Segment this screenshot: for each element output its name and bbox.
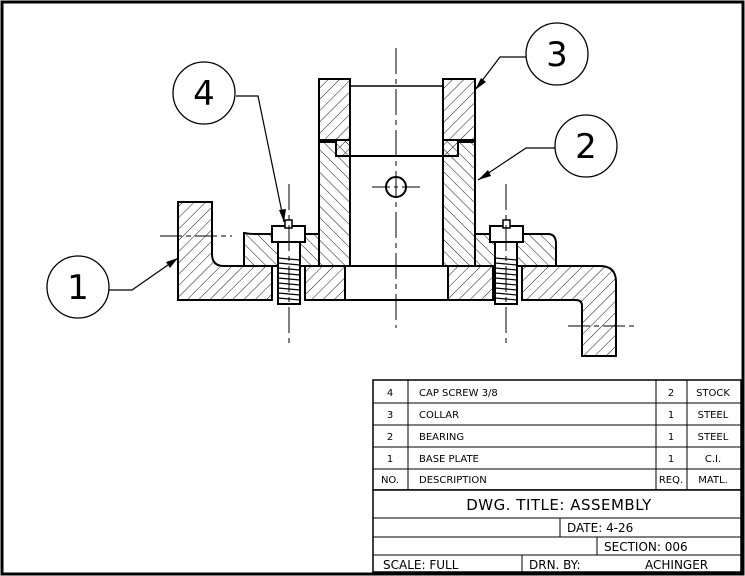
- part-no: 2: [387, 432, 393, 443]
- part-req: 1: [668, 432, 674, 443]
- part-req: 1: [668, 410, 674, 421]
- header-no: NO.: [381, 475, 399, 486]
- part-matl: C.I.: [705, 454, 721, 465]
- parts-header-row: NO. DESCRIPTION REQ. MATL.: [381, 475, 728, 486]
- header-req: REQ.: [659, 475, 683, 486]
- part-no: 3: [387, 410, 393, 421]
- balloon-2-label: 2: [575, 127, 597, 167]
- balloon-2: 2: [554, 114, 618, 178]
- part-matl: STOCK: [696, 388, 730, 399]
- base-plate: [177, 201, 617, 357]
- balloon-1-label: 1: [67, 268, 89, 308]
- parts-row: 1 BASE PLATE 1 C.I.: [387, 454, 721, 465]
- drawing-section: SECTION: 006: [604, 540, 688, 554]
- parts-row: 2 BEARING 1 STEEL: [387, 432, 729, 443]
- header-matl: MATL.: [698, 475, 728, 486]
- leader-arrowheads: [166, 78, 491, 268]
- balloon-4: 4: [172, 61, 236, 125]
- leader-lines: [105, 56, 556, 291]
- part-description: BASE PLATE: [419, 454, 479, 465]
- balloon-3-label: 3: [546, 35, 568, 75]
- drawn-by-label: DRN. BY:: [529, 558, 581, 572]
- part-req: 1: [668, 454, 674, 465]
- drawing-scale: SCALE: FULL: [383, 558, 459, 572]
- parts-row: 4 CAP SCREW 3/8 2 STOCK: [387, 388, 731, 399]
- drafter-name: ACHINGER: [645, 558, 708, 572]
- part-no: 4: [387, 388, 393, 399]
- part-description: CAP SCREW 3/8: [419, 388, 498, 399]
- part-description: COLLAR: [419, 410, 459, 421]
- balloon-3: 3: [525, 22, 589, 86]
- part-req: 2: [668, 388, 674, 399]
- collar: [318, 78, 476, 157]
- drawing-date: DATE: 4-26: [567, 521, 633, 535]
- header-description: DESCRIPTION: [419, 475, 487, 486]
- part-description: BEARING: [419, 432, 464, 443]
- parts-list: 4 CAP SCREW 3/8 2 STOCK 3 COLLAR 1 STEEL…: [372, 379, 742, 491]
- balloon-4-label: 4: [193, 74, 215, 114]
- parts-row: 3 COLLAR 1 STEEL: [387, 410, 729, 421]
- title-block: DWG. TITLE: ASSEMBLY DATE: 4-26 SECTION:…: [372, 489, 742, 573]
- part-no: 1: [387, 454, 393, 465]
- drawing-title: DWG. TITLE: ASSEMBLY: [466, 496, 652, 514]
- part-matl: STEEL: [698, 432, 729, 443]
- balloon-1: 1: [46, 255, 110, 319]
- part-matl: STEEL: [698, 410, 729, 421]
- centerlines: [160, 48, 634, 346]
